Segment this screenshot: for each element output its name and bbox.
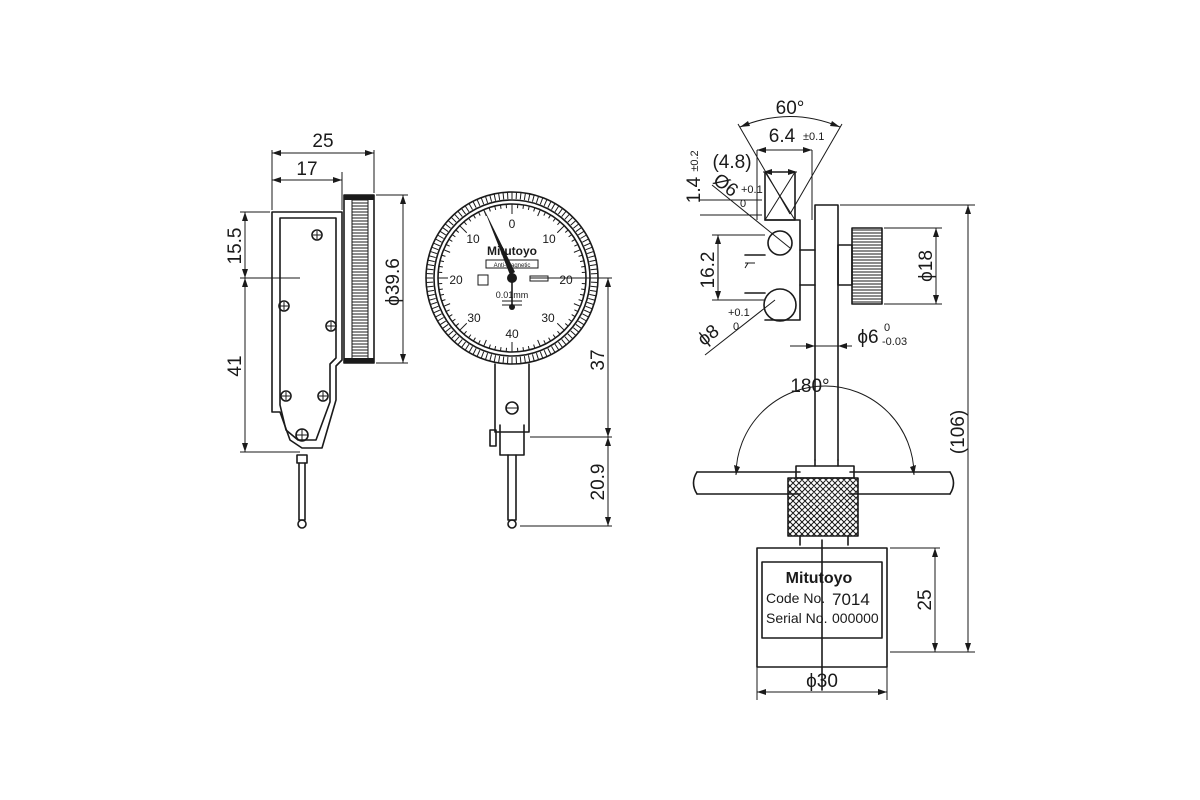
dim-dia-8-tol-lo: 0	[733, 321, 739, 333]
dial-30-right: 30	[541, 311, 555, 325]
code-label: Code No.	[766, 590, 825, 606]
serial-label: Serial No.	[766, 610, 827, 626]
dial-20-right: 20	[559, 273, 573, 287]
dim-dia-6: Ø6	[709, 170, 742, 202]
dial-10-right: 10	[542, 232, 556, 246]
dim-dia-39-6: ϕ39.6	[383, 258, 404, 306]
dim-dia-6-tol-lo: 0	[740, 198, 746, 210]
front-view: 0 10 10 20 20 30 30 40 Mitutoyo Anti-mag…	[425, 191, 612, 529]
magnetic-stand: 180° Mitutoyo Code No. 7014 Serial No. 0…	[692, 204, 975, 700]
code-value: 7014	[832, 590, 870, 609]
dial-brand: Mitutoyo	[487, 244, 537, 258]
dim-41: 41	[225, 355, 246, 376]
dim-6-4: 6.4	[769, 126, 796, 147]
dim-dia-6-tol-up: +0.1	[741, 184, 763, 196]
dim-dia-6-shaft: ϕ6	[857, 327, 878, 348]
dial-10-left: 10	[466, 232, 480, 246]
dim-180-deg: 180°	[790, 376, 829, 397]
dim-25-base: 25	[915, 589, 936, 610]
dial-20-left: 20	[449, 273, 463, 287]
dial-0: 0	[509, 217, 516, 231]
dial-30-left: 30	[467, 311, 481, 325]
dial-ticks	[438, 204, 586, 352]
dim-1-4-tol: ±0.2	[689, 150, 701, 171]
dim-dia-6-shaft-tol-up: 0	[884, 322, 890, 334]
nut-knurl	[788, 478, 858, 536]
dim-60-deg: 60°	[776, 98, 805, 119]
dim-dia-8-tol-up: +0.1	[728, 307, 750, 319]
side-view: 25 17 15.5 41 ϕ39.6	[225, 131, 408, 529]
knurl-side	[351, 199, 369, 361]
dim-dia-6-shaft-tol-lo: -0.03	[882, 336, 907, 348]
dim-20-9: 20.9	[588, 464, 609, 501]
dim-16-2: 16.2	[698, 252, 719, 289]
dim-1-4: 1.4	[684, 176, 705, 203]
dim-25: 25	[312, 131, 333, 152]
dim-17: 17	[296, 159, 317, 180]
dim-15-5: 15.5	[225, 228, 246, 265]
dim-37: 37	[588, 349, 609, 370]
serial-value: 000000	[832, 610, 879, 626]
dim-dia-30: ϕ30	[806, 671, 838, 692]
clamp-detail: 60° 6.4 ±0.1 (4.8) 1.4 ±0.2 Ø6 +0.1 0	[684, 98, 942, 461]
base-brand: Mitutoyo	[786, 570, 853, 587]
dim-6-4-tol: ±0.1	[803, 131, 824, 143]
dim-dia-8: ϕ8	[694, 321, 724, 351]
dial-40: 40	[505, 327, 519, 341]
dim-dia-18: ϕ18	[916, 250, 937, 282]
dim-4-8: (4.8)	[712, 152, 751, 173]
dim-106: (106)	[948, 410, 969, 454]
